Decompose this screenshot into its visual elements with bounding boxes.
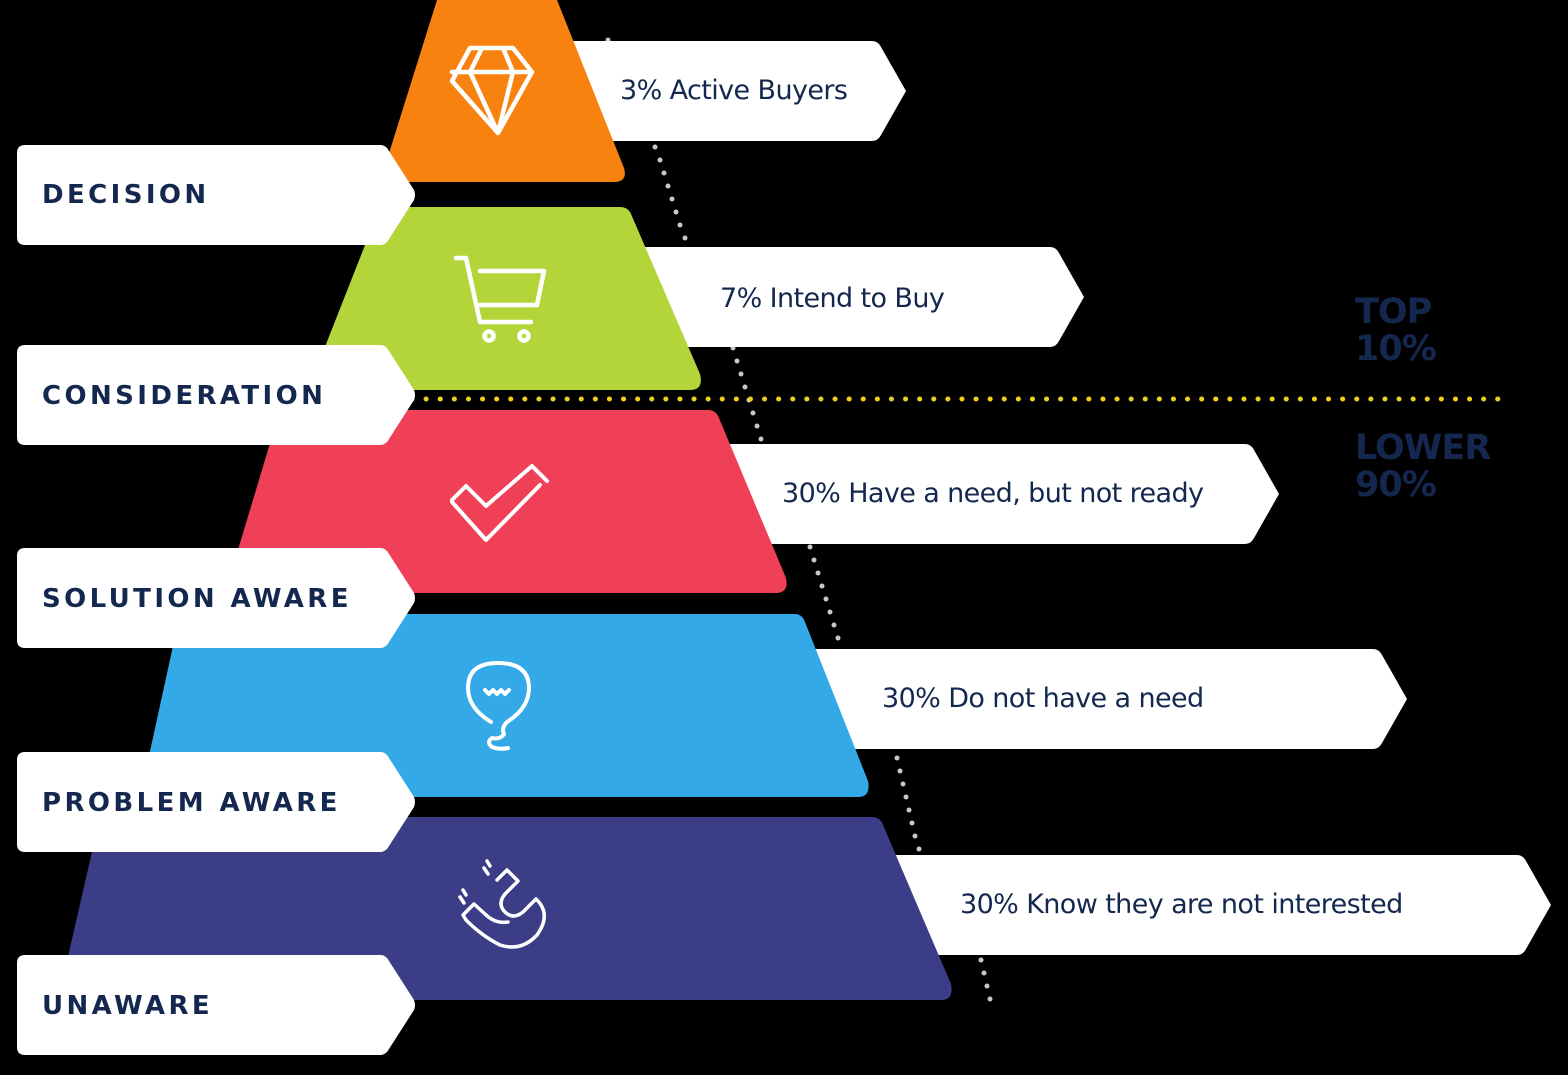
stage-label-solution-aware: SOLUTION AWARE <box>42 584 352 614</box>
top-split-title: TOP <box>1355 292 1432 332</box>
pyramid-layer-decision <box>380 0 625 182</box>
dotted-connector <box>605 37 993 1002</box>
magnet-icon <box>458 859 546 949</box>
lightbulb-icon <box>466 661 531 751</box>
diamond-icon <box>449 45 535 136</box>
stage-label-decision: DECISION <box>42 180 210 210</box>
lower-split-label: LOWER 90% <box>1355 428 1491 505</box>
stat-label-problem-aware: 30% Do not have a need <box>882 683 1204 714</box>
pyramid-layer-unaware <box>58 817 952 1000</box>
stat-label-consideration: 7% Intend to Buy <box>720 283 945 314</box>
stage-label-unaware: UNAWARE <box>42 991 214 1021</box>
pyramid-layer-consideration <box>308 207 701 390</box>
stat-label-unaware: 30% Know they are not interested <box>960 889 1403 920</box>
stat-label-decision: 3% Active Buyers <box>620 75 848 106</box>
checkmark-icon <box>450 464 549 542</box>
top-split-label: TOP 10% <box>1355 292 1437 369</box>
lower-split-title: LOWER <box>1355 428 1491 468</box>
stage-label-consideration: CONSIDERATION <box>42 381 327 411</box>
top-split-percent: 10% <box>1355 329 1437 369</box>
lower-split-percent: 90% <box>1355 465 1437 505</box>
stage-label-shapes <box>17 145 415 1055</box>
pyramid-layer-problem-aware <box>140 614 869 797</box>
stage-label-problem-aware: PROBLEM AWARE <box>42 788 341 818</box>
stat-label-shapes <box>560 41 1551 955</box>
stat-label-solution-aware: 30% Have a need, but not ready <box>782 478 1204 509</box>
shopping-cart-icon <box>453 255 547 343</box>
pyramid-layer-solution-aware <box>225 410 787 593</box>
